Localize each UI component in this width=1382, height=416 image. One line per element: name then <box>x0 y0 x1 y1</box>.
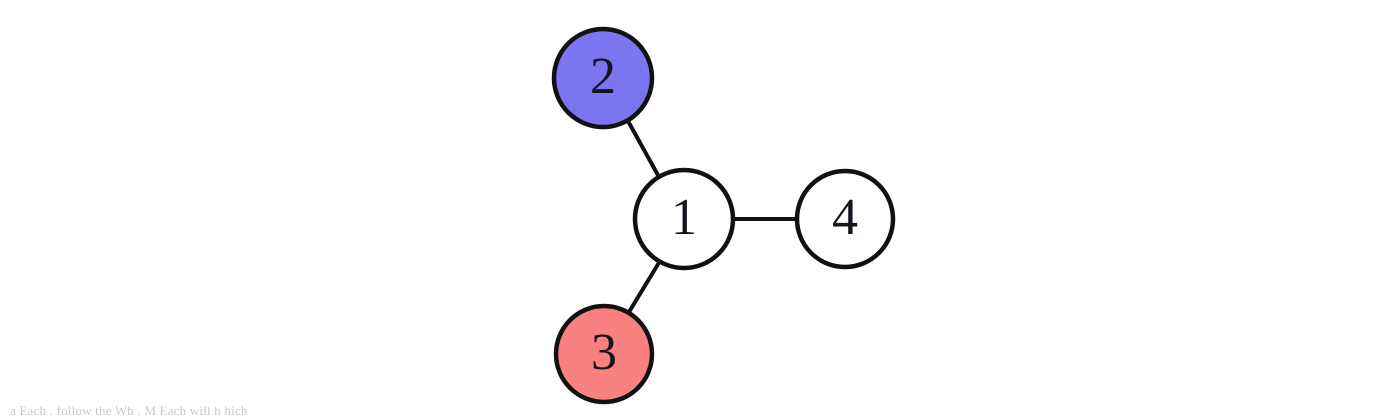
node-layer: 2 1 4 3 <box>551 26 896 405</box>
graph-node-3-label: 3 <box>591 324 617 381</box>
edge-1-3 <box>627 259 662 314</box>
graph-node-2[interactable]: 2 <box>551 26 655 130</box>
graph-node-2-label: 2 <box>590 48 616 105</box>
graph-node-4[interactable]: 4 <box>794 168 896 270</box>
graph-node-1[interactable]: 1 <box>632 167 736 271</box>
caption-fragment: a Each . follow the Wh . M Each will h h… <box>10 404 248 416</box>
graph-node-4-label: 4 <box>832 189 858 246</box>
graph-node-3-circle[interactable] <box>553 303 655 405</box>
edge-1-2 <box>626 119 661 179</box>
graph-node-1-circle[interactable] <box>632 167 736 271</box>
graph-node-2-circle[interactable] <box>551 26 655 130</box>
edge-layer <box>626 119 799 314</box>
graph-node-1-label: 1 <box>671 189 697 246</box>
graph-node-4-circle[interactable] <box>794 168 896 270</box>
graph-node-3[interactable]: 3 <box>553 303 655 405</box>
